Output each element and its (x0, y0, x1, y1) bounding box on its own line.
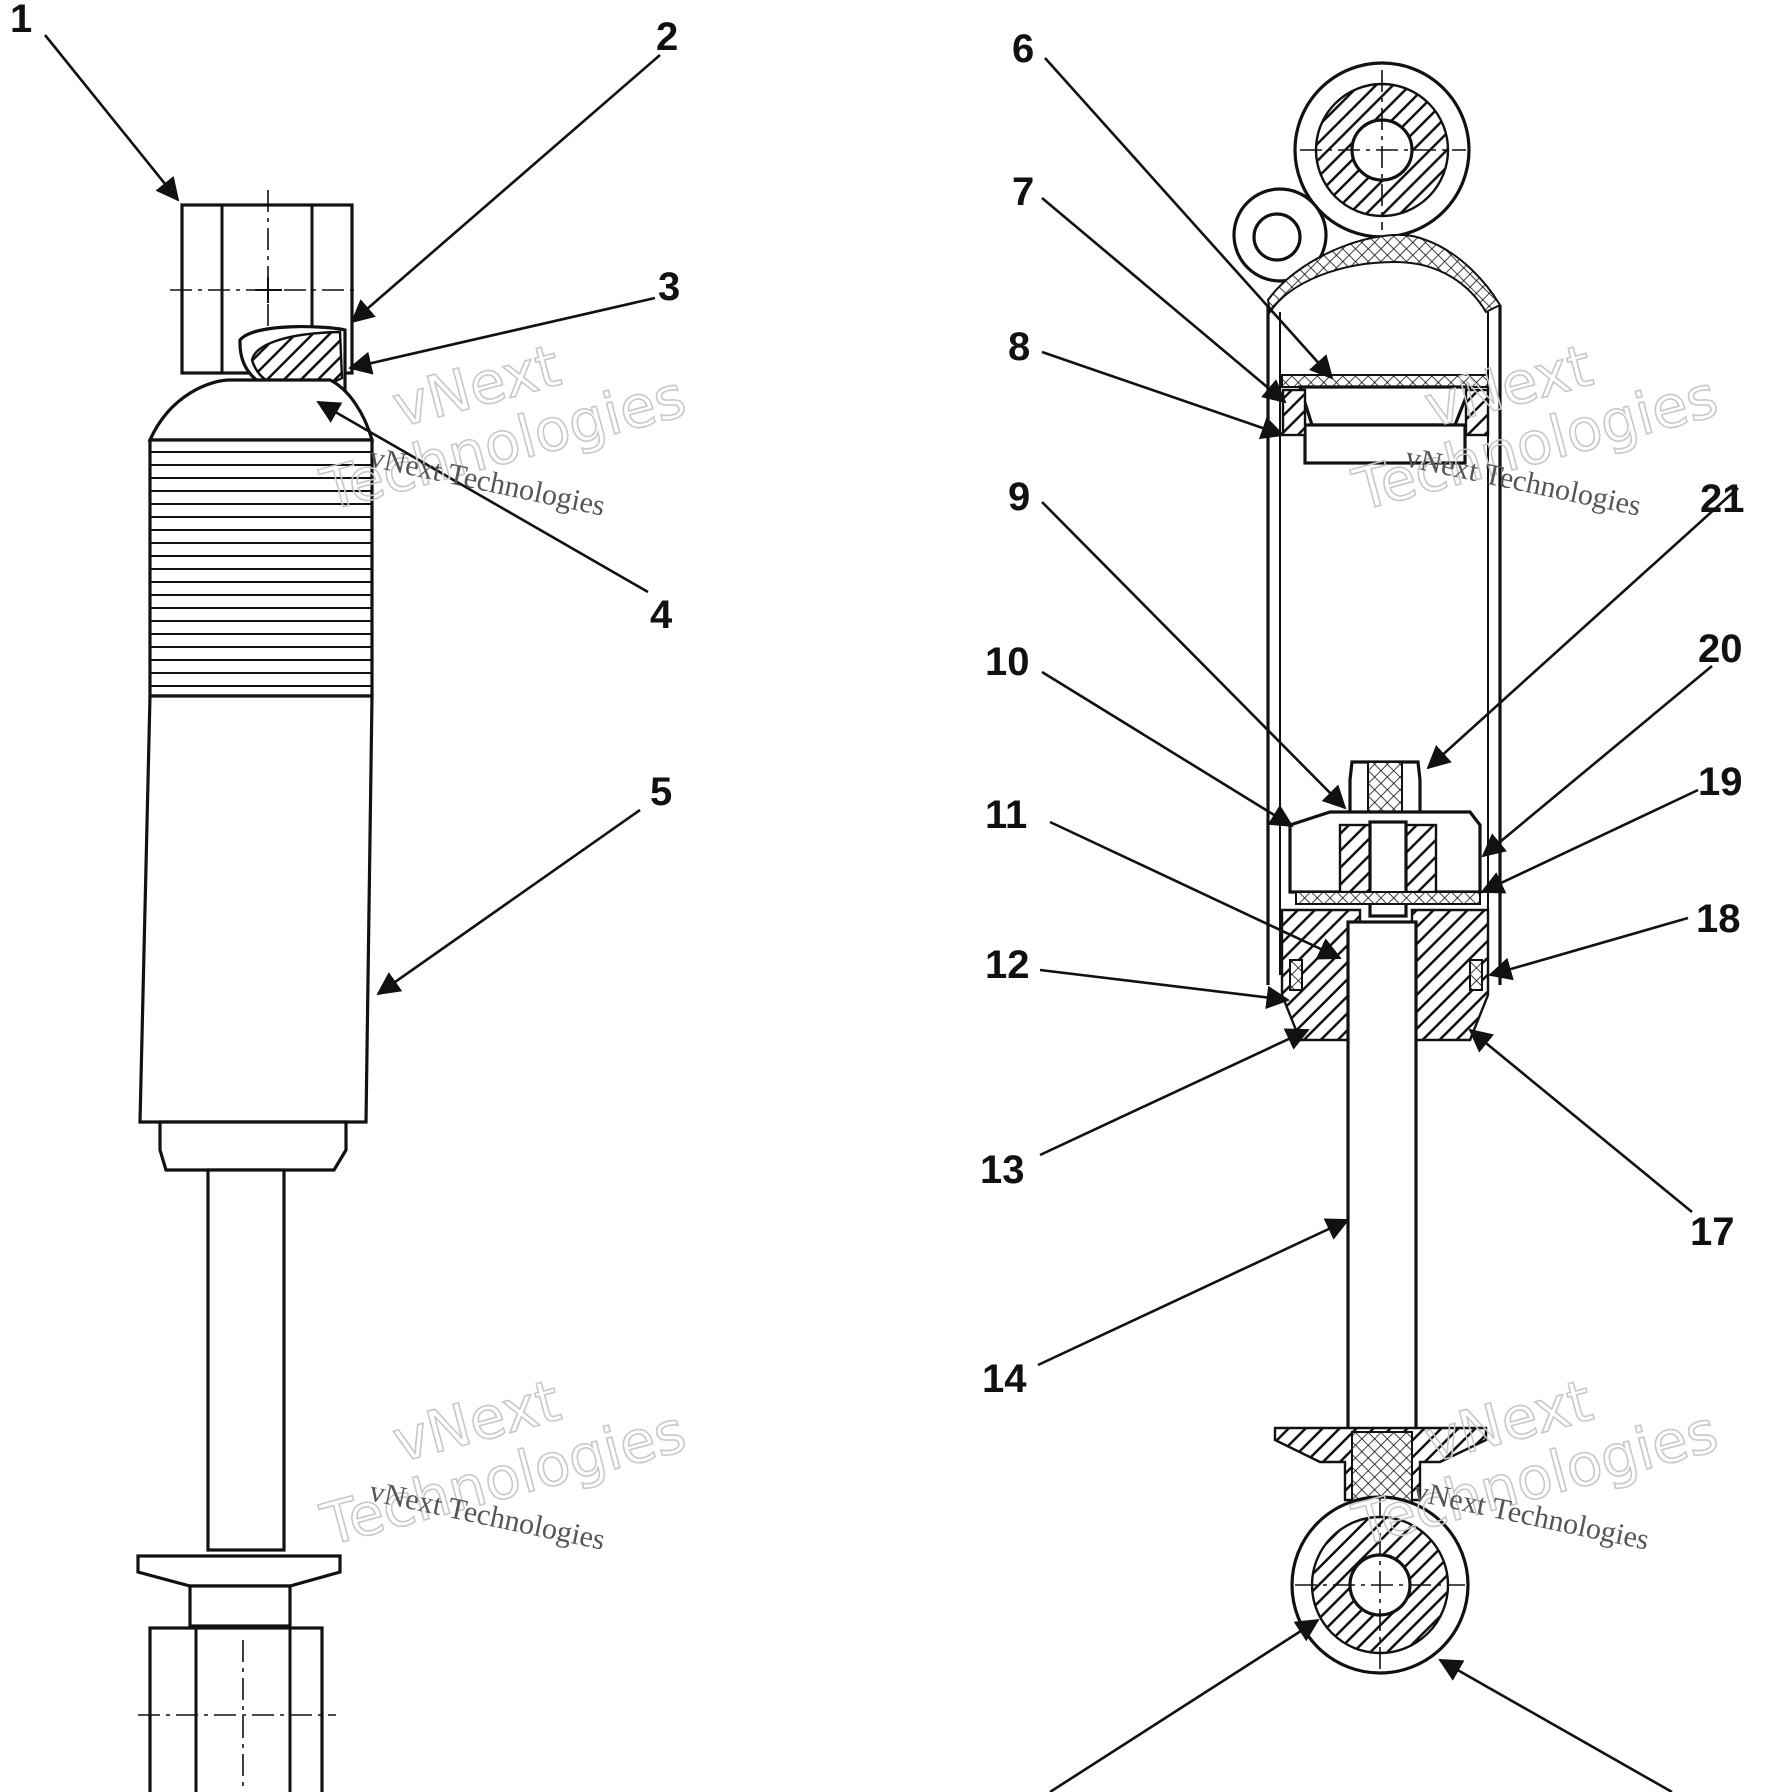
leader-lines (43, 34, 1739, 1792)
bottom-washer (1273, 1426, 1488, 1503)
shaft (1346, 920, 1418, 1434)
seal-head (1280, 908, 1490, 1042)
callout-17: 17 (1690, 1210, 1735, 1254)
callout-10: 10 (985, 640, 1030, 684)
body-cap (147, 378, 375, 442)
callout-labels: 1 2 3 4 5 6 7 8 9 10 11 12 13 14 17 18 1… (10, 0, 1745, 1401)
main-body-tube (138, 694, 374, 1124)
callout-13: 13 (980, 1148, 1025, 1192)
callout-8: 8 (1008, 325, 1030, 369)
callout-4: 4 (650, 593, 673, 637)
reservoir-dome (1266, 233, 1502, 315)
shock-external-view (136, 190, 375, 1792)
shock-section-view (1232, 61, 1502, 1675)
callout-12: 12 (985, 943, 1030, 987)
callout-2: 2 (656, 15, 678, 59)
piston-assembly (1288, 810, 1482, 918)
top-mount-eye (1293, 61, 1471, 239)
callout-11: 11 (985, 793, 1027, 837)
bump-stop (136, 1554, 342, 1628)
callout-5: 5 (650, 770, 672, 814)
bottom-mount-eye (1290, 1495, 1470, 1675)
callout-20: 20 (1698, 627, 1743, 671)
callout-1: 1 (10, 0, 32, 41)
callout-3: 3 (658, 265, 680, 309)
callout-6: 6 (1012, 27, 1034, 71)
callout-21: 21 (1700, 477, 1745, 521)
callout-18: 18 (1696, 897, 1741, 941)
callout-9: 9 (1008, 475, 1030, 519)
callout-14: 14 (982, 1357, 1027, 1401)
piston-nut (1348, 760, 1422, 824)
callout-7: 7 (1012, 170, 1034, 214)
piston-rod-external (206, 1168, 286, 1552)
ifp-piston (1281, 374, 1490, 465)
bottom-eyelet-mount (138, 1626, 336, 1792)
callout-19: 19 (1698, 760, 1743, 804)
bottom-seal-cap (158, 1120, 348, 1172)
schrader-valve (1232, 187, 1328, 283)
